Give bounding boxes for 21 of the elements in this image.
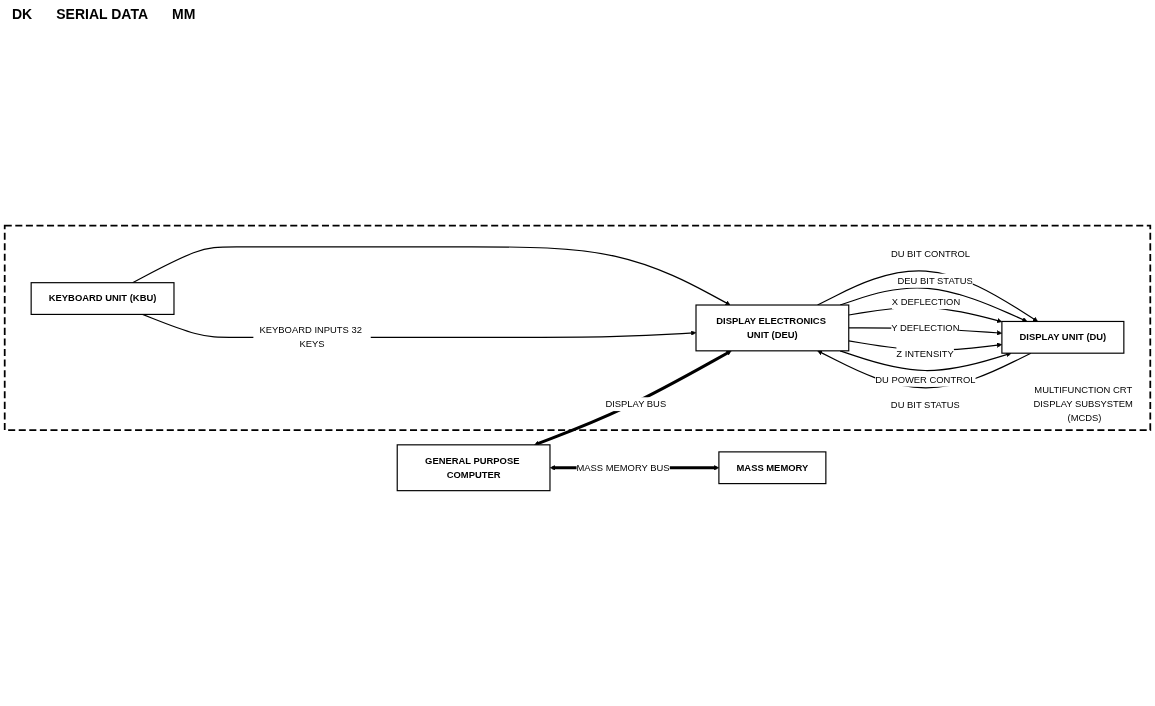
- signal-label: MM: [172, 6, 196, 22]
- arrow: [534, 350, 732, 446]
- edge-label: X DEFLECTION: [891, 296, 961, 307]
- arrow: [839, 350, 1012, 371]
- edge-label: DU BIT STATUS: [890, 400, 960, 410]
- edge-label: DU POWER CONTROL: [875, 374, 976, 385]
- node-box: KEYBOARD UNIT (KBU): [30, 281, 175, 315]
- edge-label: Y DEFLECTION: [891, 322, 960, 333]
- edge-label: DU BIT CONTROL: [890, 248, 971, 259]
- edge-label: KEYBOARD INPUTS 32 KEYS: [259, 324, 362, 349]
- signal-label: SERIAL DATA: [56, 6, 148, 22]
- edge-label: DEU BIT STATUS: [897, 275, 973, 286]
- arrow: [132, 246, 731, 306]
- node-box: DISPLAY ELECTRONICS UNIT (DEU): [695, 304, 850, 352]
- node-box: GENERAL PURPOSE COMPUTER: [396, 444, 551, 492]
- edge-label: Z INTENSITY: [896, 348, 954, 359]
- edge-label: DISPLAY BUS: [605, 398, 667, 409]
- edge-label: MASS MEMORY BUS: [576, 462, 670, 473]
- signal-label: DK: [12, 6, 33, 22]
- node-box: DISPLAY UNIT (DU): [1001, 320, 1125, 354]
- node-box: MASS MEMORY: [718, 451, 827, 484]
